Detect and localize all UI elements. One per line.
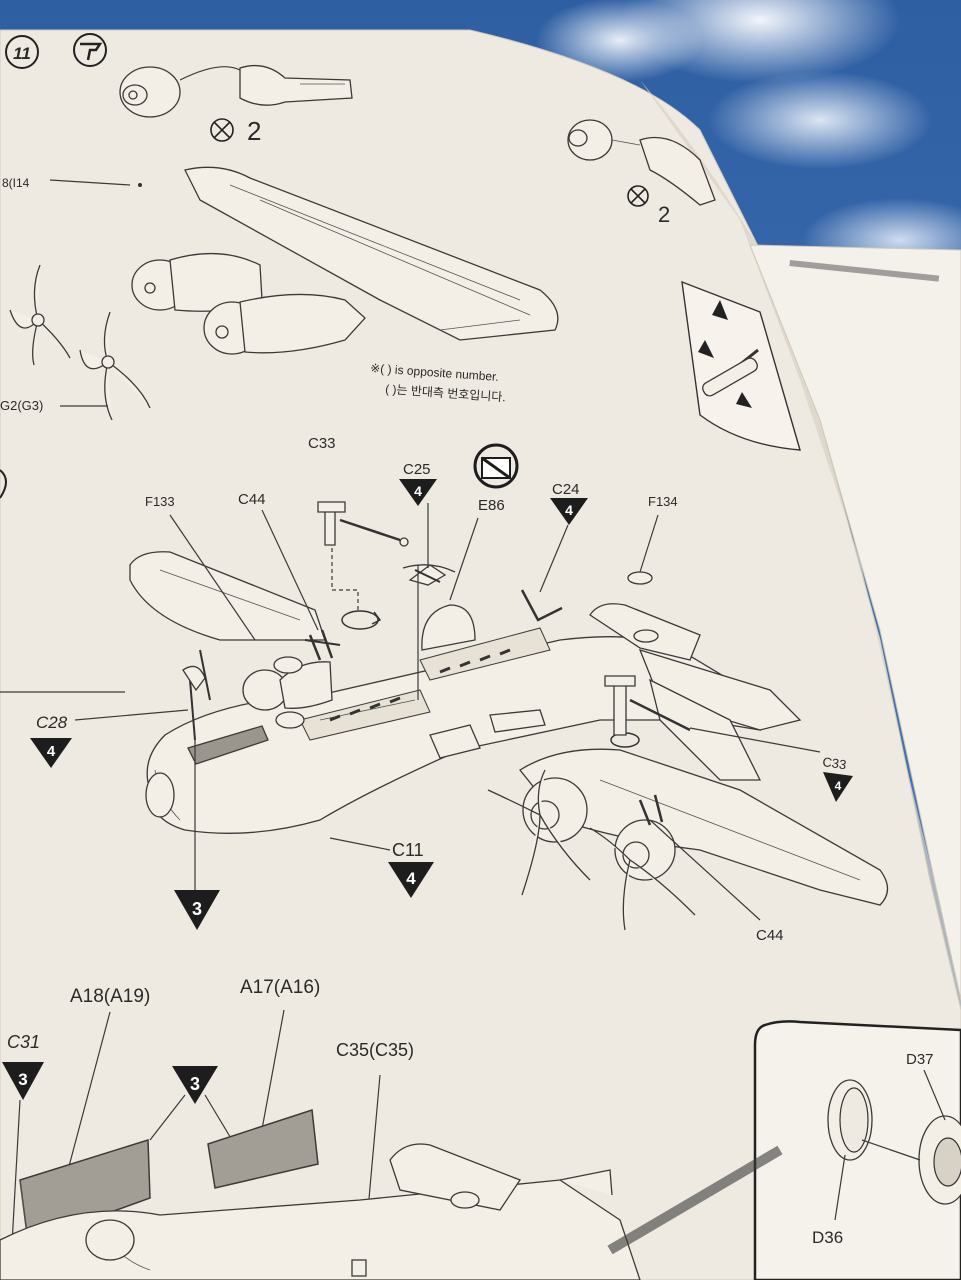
label-d36: D36 <box>812 1228 843 1247</box>
svg-text:3: 3 <box>190 1074 200 1094</box>
label-c44-bottom: C44 <box>756 927 784 944</box>
paint-guide-insert <box>681 280 801 451</box>
label-c31: C31 <box>7 1032 40 1052</box>
propeller-lower: G2(G3) <box>0 311 151 421</box>
c33-right-part <box>604 675 691 736</box>
label-c44-top: C44 <box>238 491 266 508</box>
count-c11: 4 <box>388 862 434 898</box>
panel-a17 <box>207 1109 319 1189</box>
svg-text:4: 4 <box>565 502 573 518</box>
count-c31: 3 <box>2 1062 44 1100</box>
c33-top-part <box>317 501 409 612</box>
engine-nacelle-top-right <box>567 119 716 206</box>
count-c25: 4 <box>399 479 437 506</box>
c28-part <box>182 649 211 741</box>
c44-top-part <box>304 629 341 661</box>
label-a18: A18(A19) <box>70 986 150 1007</box>
label-d37: D37 <box>906 1051 934 1068</box>
label-c33-right: C33 <box>822 754 848 772</box>
count-c24: 4 <box>550 498 588 525</box>
svg-text:8(I14: 8(I14 <box>2 176 30 190</box>
svg-text:3: 3 <box>192 899 202 919</box>
no-cement-icon <box>473 443 519 489</box>
engine-left-upper <box>131 252 263 312</box>
label-f134: F134 <box>648 494 678 509</box>
label-c33-top: C33 <box>308 435 336 452</box>
count-c28: 4 <box>30 738 72 768</box>
svg-text:2: 2 <box>658 202 670 227</box>
c24-part <box>520 589 563 622</box>
svg-text:G2(G3): G2(G3) <box>0 398 43 413</box>
step-number: 11 <box>13 44 31 63</box>
wheel-detail-inset <box>607 1020 961 1280</box>
count-a-pair: 3 <box>172 1066 218 1104</box>
label-c25: C25 <box>403 461 431 478</box>
aircraft-bottom <box>0 1143 641 1280</box>
engine-nacelle-top-left <box>119 64 353 118</box>
engine-left-lower <box>203 293 366 355</box>
label-c24: C24 <box>552 481 580 498</box>
count-left-3: 3 <box>174 890 220 930</box>
f134-part <box>627 571 653 585</box>
quantity-marker-top-left: 2 <box>210 116 261 146</box>
label-c11: C11 <box>392 840 424 860</box>
label-f133: F133 <box>145 494 175 509</box>
e86-part <box>421 604 476 651</box>
svg-text:4: 4 <box>414 483 422 499</box>
wing-assembly-top: 8(I14 <box>2 166 559 341</box>
label-c35: C35(C35) <box>336 1040 414 1060</box>
step-badge: 11 <box>5 33 107 69</box>
propeller-upper <box>9 264 71 366</box>
svg-text:4: 4 <box>47 743 56 760</box>
label-c28: C28 <box>36 713 68 732</box>
svg-text:2: 2 <box>247 116 261 146</box>
c44-bottom-part <box>638 794 664 826</box>
svg-text:4: 4 <box>835 779 842 793</box>
hammer-icon <box>80 42 103 61</box>
count-c33-right: 4 <box>823 772 853 802</box>
label-e86: E86 <box>478 497 505 514</box>
c25-part <box>402 564 456 586</box>
right-page <box>749 244 961 1001</box>
svg-text:4: 4 <box>406 869 416 888</box>
quantity-marker-top-right: 2 <box>627 185 670 227</box>
label-a17: A17(A16) <box>240 977 320 998</box>
svg-text:3: 3 <box>18 1070 27 1089</box>
